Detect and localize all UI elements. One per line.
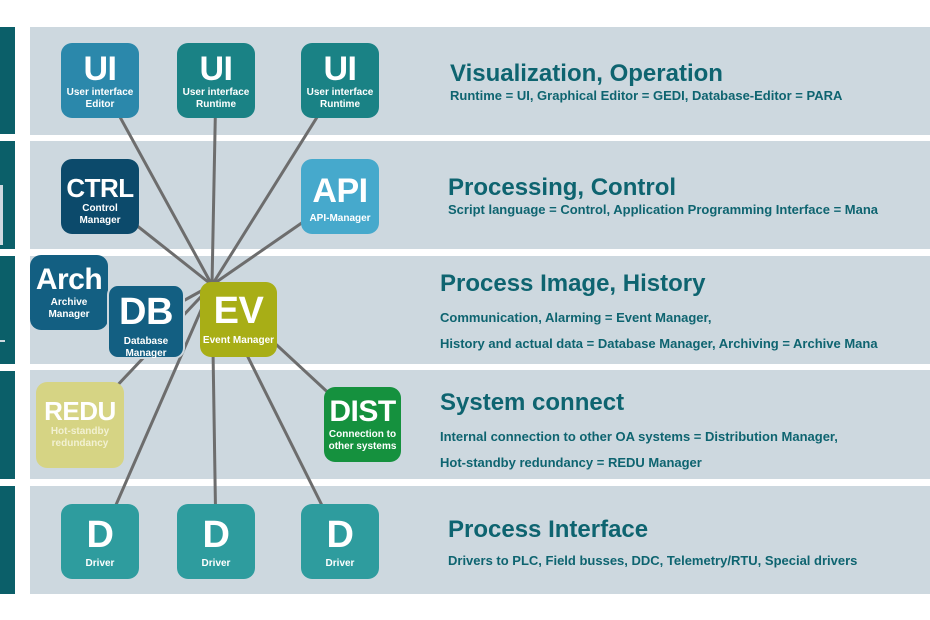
layer-system-connect: System connect Internal connection to ot… [440,389,838,472]
layer-band-system-connect [30,370,930,479]
layer-process-image: Process Image, History Communication, Al… [440,270,878,353]
node-label: User interface [182,87,250,98]
node-ui-editor[interactable]: UI User interface Editor [61,43,139,118]
layer-title: Process Image, History [440,270,706,297]
sidebar-segment-visualization [0,27,15,134]
node-archive-manager[interactable]: Arch Archive Manager [30,255,108,330]
node-driver[interactable]: D Driver [177,504,255,579]
node-label: Runtime [196,99,236,110]
node-label: Runtime [320,99,360,110]
node-label: Event Manager [202,335,275,346]
node-label: Driver [85,558,115,569]
layer-description: Hot-standby redundancy = REDU Manager [440,455,702,470]
node-label: redundancy [51,438,109,449]
layer-title: System connect [440,389,625,416]
node-label: Manager [79,215,121,226]
layer-description: Internal connection to other OA systems … [440,429,838,444]
node-driver[interactable]: D Driver [61,504,139,579]
node-label: Manager [48,309,90,320]
node-abbr: DIST [329,395,396,428]
node-api-manager[interactable]: API API-Manager [301,159,379,234]
node-label: Editor [85,99,115,110]
layer-title: Processing, Control [448,174,677,201]
node-abbr: D [326,514,354,556]
node-label: Connection to [328,429,397,440]
node-abbr: Arch [35,263,103,296]
node-label: Hot-standby [50,426,110,437]
sidebar-marker [0,340,5,342]
layer-description: Drivers to PLC, Field busses, DDC, Telem… [448,553,858,568]
node-abbr: EV [213,290,264,332]
layer-title: Process Interface [448,516,649,543]
node-label: other systems [328,441,397,452]
node-database-manager[interactable]: DB Database Manager [107,284,185,359]
link-ev-driver_1 [98,284,214,543]
node-redu-manager[interactable]: REDU Hot-standby redundancy [36,382,124,468]
layer-description: Communication, Alarming = Event Manager, [440,310,712,325]
node-ui-runtime[interactable]: UI User interface Runtime [301,43,379,118]
layer-description: History and actual data = Database Manag… [440,336,878,351]
node-label: API-Manager [309,213,371,224]
node-label: User interface [306,87,374,98]
node-distribution-manager[interactable]: DIST Connection to other systems [324,387,401,462]
layer-description: Script language = Control, Application P… [448,202,879,217]
node-abbr: API [312,172,368,210]
node-label: Database [123,336,169,347]
node-label: Driver [201,558,231,569]
node-abbr: UI [199,50,234,88]
node-abbr: DB [119,291,173,333]
layer-process-interface: Process Interface Drivers to PLC, Field … [448,516,857,570]
node-label: Manager [125,348,167,359]
layer-description: Runtime = UI, Graphical Editor = GEDI, D… [450,88,843,103]
layer-visualization: Visualization, Operation Runtime = UI, G… [450,60,842,105]
node-event-manager[interactable]: EV Event Manager [200,282,277,357]
node-abbr: D [202,514,230,556]
node-abbr: UI [83,50,118,88]
node-abbr: CTRL [66,173,134,203]
layer-band-processing [30,141,930,249]
node-ui-runtime[interactable]: UI User interface Runtime [177,43,255,118]
node-label: Control [82,203,118,214]
sidebar-segment-process-image [0,256,15,364]
node-abbr: REDU [44,396,116,426]
node-abbr: D [86,514,114,556]
sidebar-segment-processing [0,141,15,249]
node-control-manager[interactable]: CTRL Control Manager [61,159,139,234]
node-label: Driver [325,558,355,569]
layer-title: Visualization, Operation [450,60,723,87]
node-label: Archive [50,297,88,308]
layer-processing: Processing, Control Script language = Co… [448,174,878,219]
sidebar-segment-system-connect [0,371,15,479]
sidebar-marker [0,185,3,245]
node-label: User interface [66,87,134,98]
node-driver[interactable]: D Driver [301,504,379,579]
node-abbr: UI [323,50,358,88]
sidebar-segment-process-interface [0,486,15,594]
